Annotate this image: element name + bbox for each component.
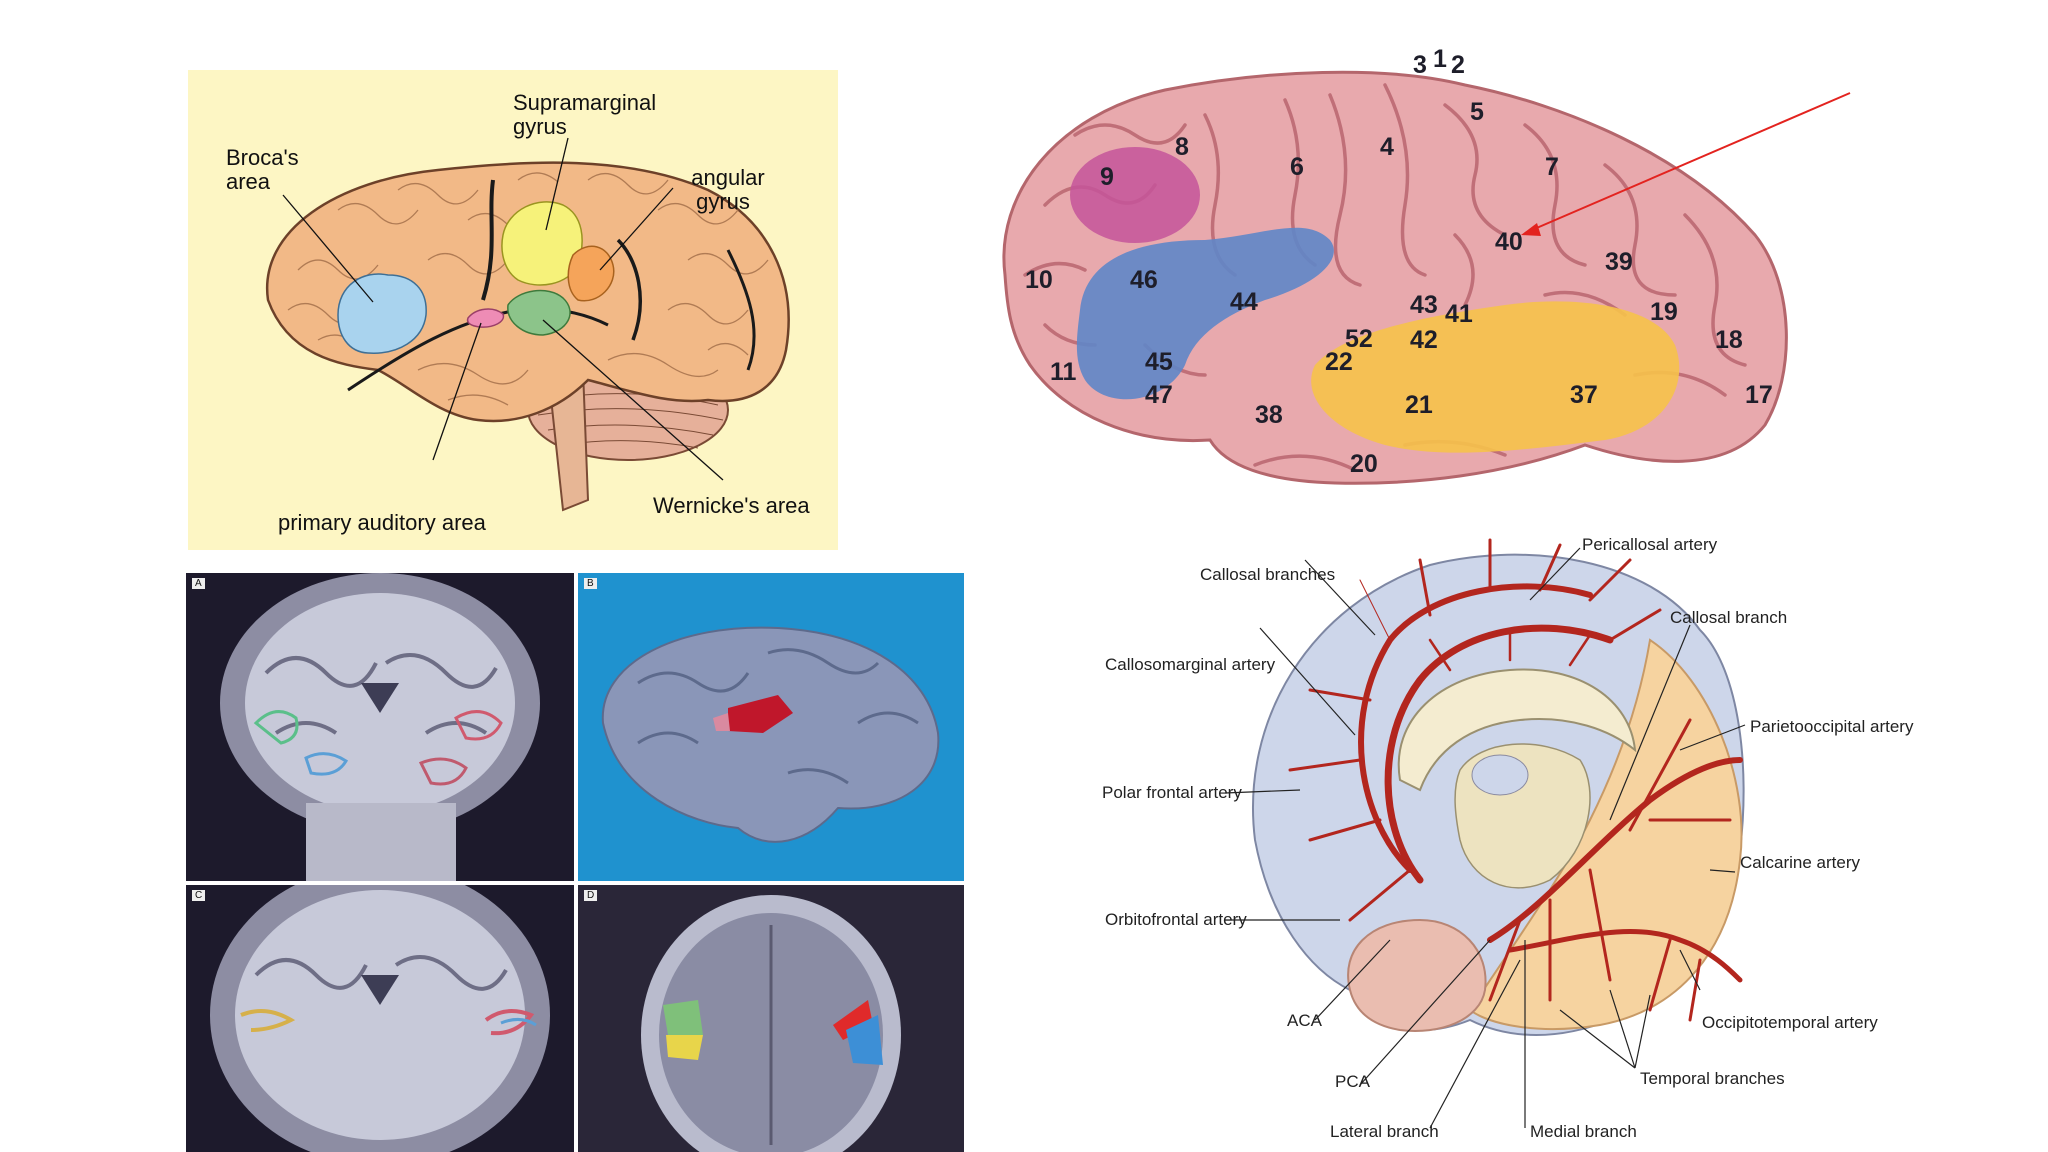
- broca-area-region: [337, 273, 427, 354]
- area-41: 41: [1445, 300, 1473, 328]
- panel-letter-b: B: [584, 578, 597, 589]
- area-52: 52: [1345, 325, 1373, 353]
- ventricle: [1471, 754, 1529, 796]
- mri-panel-c: C: [186, 885, 574, 1152]
- area-10: 10: [1025, 266, 1053, 294]
- label-polar-frontal: Polar frontal artery: [1102, 783, 1242, 802]
- parieto-occipital-line: [616, 238, 642, 341]
- label-angular-2: gyrus: [696, 189, 750, 214]
- area-46: 46: [1130, 266, 1158, 294]
- brodmann-brain-illustration: 3 1 2 5 8 4 6 9 7 40 39 46 10 44 43 41 1…: [1002, 45, 1851, 485]
- label-aca: ACA: [1287, 1011, 1323, 1030]
- artery-leader-lines: [1224, 547, 1746, 1129]
- label-supramarginal: Supramarginal: [513, 90, 656, 115]
- lateral-sulcus: [347, 307, 609, 392]
- medial-brain-arteries: Pericallosal artery Callosal branches Ca…: [1102, 535, 1914, 1141]
- label-calcarine: Calcarine artery: [1740, 853, 1860, 872]
- area-21: 21: [1405, 391, 1433, 419]
- area-6: 6: [1290, 153, 1304, 181]
- label-medial-branch: Medial branch: [1530, 1122, 1637, 1141]
- area-37: 37: [1570, 381, 1598, 409]
- coronal-mri-c: [210, 885, 550, 1152]
- coronal-mri-a: [220, 573, 540, 881]
- label-temporal-branches: Temporal branches: [1640, 1069, 1785, 1088]
- area-22: 22: [1325, 348, 1353, 376]
- brodmann-numbers: 3 1 2 5 8 4 6 9 7 40 39 46 10 44 43 41 1…: [1025, 45, 1773, 478]
- label-callosal-branch: Callosal branch: [1670, 608, 1787, 627]
- red-arrow: [1524, 92, 1851, 234]
- language-areas-diagram: Supramarginal gyrus Broca's area angular…: [188, 70, 838, 550]
- label-primary-auditory: primary auditory area: [278, 510, 487, 535]
- area-39: 39: [1605, 248, 1633, 276]
- area-20: 20: [1350, 450, 1378, 478]
- label-broca: Broca's: [226, 145, 299, 170]
- central-sulcus: [481, 179, 495, 301]
- label-supramarginal-2: gyrus: [513, 114, 567, 139]
- angular-gyrus-region: [567, 245, 615, 302]
- area-11: 11: [1050, 358, 1077, 386]
- area-7: 7: [1545, 153, 1559, 181]
- area-44-45-region: [1076, 227, 1334, 400]
- area-9: 9: [1100, 163, 1114, 191]
- mri-panel-b: B: [578, 573, 964, 881]
- area-17: 17: [1745, 381, 1773, 409]
- mri-panel-d: D: [578, 885, 964, 1152]
- mri-panel-a: A: [186, 573, 574, 881]
- language-areas-illustration: Supramarginal gyrus Broca's area angular…: [226, 90, 810, 535]
- area-3: 3: [1413, 51, 1427, 79]
- label-occipitotemporal: Occipitotemporal artery: [1702, 1013, 1878, 1032]
- axial-mri-d: [641, 895, 901, 1152]
- area-44: 44: [1230, 288, 1258, 316]
- area-5: 5: [1470, 98, 1484, 126]
- label-lateral-branch: Lateral branch: [1330, 1122, 1439, 1141]
- label-callosal-branches: Callosal branches: [1200, 565, 1335, 584]
- cortical-render-b: [601, 626, 940, 843]
- area-40: 40: [1495, 228, 1523, 256]
- panel-letter-a: A: [192, 578, 205, 589]
- corpus-callosum: [1397, 668, 1637, 792]
- area-47: 47: [1145, 381, 1173, 409]
- artery-network: [1288, 538, 1743, 1022]
- panel-letter-c: C: [192, 890, 206, 901]
- auditory-area-region: [466, 308, 505, 328]
- wernicke-area-region: [507, 289, 571, 336]
- label-pericallosal: Pericallosal artery: [1582, 535, 1718, 554]
- area-42: 42: [1410, 326, 1438, 354]
- area-46-region: [1070, 147, 1200, 243]
- label-parietooccipital: Parietooccipital artery: [1750, 717, 1914, 736]
- label-orbitofrontal: Orbitofrontal artery: [1105, 910, 1247, 929]
- area-18: 18: [1715, 326, 1743, 354]
- label-pca: PCA: [1335, 1072, 1371, 1091]
- label-callosomarginal: Callosomarginal artery: [1105, 655, 1276, 674]
- label-broca-2: area: [226, 169, 271, 194]
- area-43: 43: [1410, 291, 1438, 319]
- area-4: 4: [1380, 133, 1394, 161]
- temporal-yellow-region: [1311, 301, 1680, 453]
- area-8: 8: [1175, 133, 1189, 161]
- temporal-medial: [1347, 918, 1487, 1032]
- area-45: 45: [1145, 348, 1173, 376]
- area-19: 19: [1650, 298, 1678, 326]
- panel-letter-d: D: [584, 890, 598, 901]
- medial-arteries-diagram: Pericallosal artery Callosal branches Ca…: [1090, 520, 1920, 1152]
- leader-lines: [282, 137, 724, 481]
- occipital-line: [726, 249, 756, 371]
- label-angular: angular: [691, 165, 764, 190]
- red-arrow-head: [1521, 223, 1541, 236]
- label-wernicke: Wernicke's area: [653, 493, 810, 518]
- area-1: 1: [1433, 45, 1447, 73]
- area-2: 2: [1451, 51, 1465, 79]
- area-38: 38: [1255, 401, 1283, 429]
- brodmann-areas-diagram: 3 1 2 5 8 4 6 9 7 40 39 46 10 44 43 41 1…: [985, 45, 1885, 515]
- pca-territory: [1468, 638, 1743, 1030]
